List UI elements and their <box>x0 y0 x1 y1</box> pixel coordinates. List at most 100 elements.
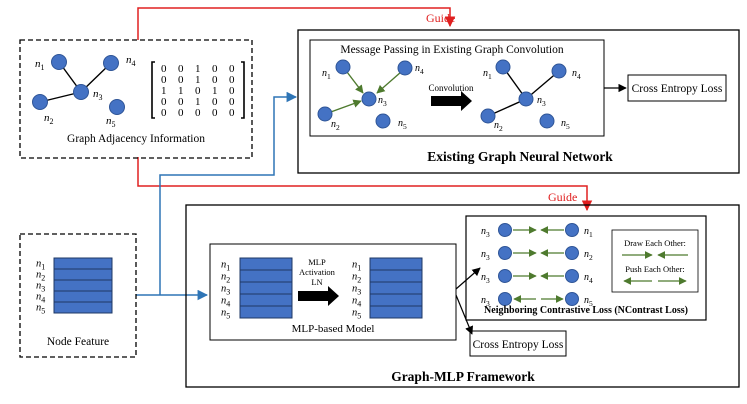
feature-row-label: n5 <box>221 308 230 321</box>
guide-arrow-bottom: Guide <box>137 157 593 212</box>
matrix-cell: 0 <box>212 107 218 119</box>
adjacency-caption: Graph Adjacency Information <box>67 133 205 145</box>
feature-row-label: n4 <box>352 296 361 309</box>
feature-row-label: n1 <box>221 260 230 273</box>
feature-row <box>239 293 293 307</box>
feature-row <box>239 269 293 283</box>
feature-row <box>53 257 113 270</box>
convolution-arrow: Convolution <box>428 83 474 111</box>
feature-row <box>53 279 113 292</box>
matrix-cell: 0 <box>178 74 184 86</box>
svg-text:n4: n4 <box>415 63 424 76</box>
svg-text:n4: n4 <box>584 272 593 285</box>
feature-row <box>239 305 293 319</box>
svg-text:n5: n5 <box>561 118 570 131</box>
gnn-loss-label: Cross Entropy Loss <box>632 83 723 95</box>
matrix-cell: 0 <box>161 74 167 86</box>
matrix-cell: 0 <box>161 107 167 119</box>
matrix-cell: 1 <box>212 85 218 97</box>
matrix-cell: 0 <box>178 96 184 108</box>
feature-row <box>369 293 423 307</box>
feature-row-label: n1 <box>352 260 361 273</box>
svg-text:n3: n3 <box>481 226 490 239</box>
matrix-cell: 1 <box>161 85 167 97</box>
node-n3 <box>73 84 89 100</box>
feature-row <box>369 257 423 271</box>
mlp-arrow-label-2: Activation <box>299 267 336 277</box>
svg-text:n3: n3 <box>481 249 490 262</box>
feature-row-label: n4 <box>36 292 45 305</box>
svg-text:n1: n1 <box>322 68 331 81</box>
feature-row-label: n3 <box>36 281 45 294</box>
feature-row-label: n2 <box>221 272 230 285</box>
node-n1 <box>51 54 67 70</box>
matrix-cell: 0 <box>229 85 235 97</box>
feature-row-label: n4 <box>221 296 230 309</box>
node-feature-caption: Node Feature <box>47 336 109 348</box>
matrix-cell: 0 <box>212 63 218 75</box>
matrix-cell: 0 <box>229 63 235 75</box>
feature-row <box>369 281 423 295</box>
label-n4: n4 <box>126 54 136 68</box>
matrix-cell: 0 <box>161 96 167 108</box>
matrix-cell: 1 <box>178 85 184 97</box>
matrix-cell: 0 <box>229 107 235 119</box>
matrix-cell: 0 <box>229 96 235 108</box>
matrix-cell: 0 <box>229 74 235 86</box>
gnn-title: Existing Graph Neural Network <box>427 149 613 164</box>
convolution-label: Convolution <box>428 83 474 93</box>
node-n2 <box>32 94 48 110</box>
message-passing-graph: n1 n2 n3 n4 n5 <box>317 59 424 132</box>
feature-row-label: n2 <box>352 272 361 285</box>
matrix-cell: 1 <box>195 63 201 75</box>
svg-text:n2: n2 <box>494 120 503 133</box>
svg-text:n5: n5 <box>584 295 593 308</box>
feature-row-label: n3 <box>221 284 230 297</box>
node-n4 <box>103 55 119 71</box>
node-n5 <box>109 99 125 115</box>
feature-row-label: n5 <box>36 303 45 316</box>
mlp-arrow-label-1: MLP <box>308 257 326 267</box>
feature-row <box>53 268 113 281</box>
svg-text:n2: n2 <box>331 119 340 132</box>
feature-row <box>369 269 423 283</box>
matrix-cell: 0 <box>212 96 218 108</box>
feature-row <box>239 257 293 271</box>
convolved-graph: n1 n2 n3 n4 n5 <box>480 59 581 133</box>
feature-row-label: n5 <box>352 308 361 321</box>
svg-text:n4: n4 <box>572 68 581 81</box>
ncontrast-caption: Neighboring Contrastive Loss (NContrast … <box>484 305 688 316</box>
feature-row <box>369 305 423 319</box>
label-n1: n1 <box>35 58 45 72</box>
blue-connectors <box>136 91 298 301</box>
feature-row <box>53 290 113 303</box>
label-n5: n5 <box>106 115 116 129</box>
matrix-cell: 1 <box>195 74 201 86</box>
feature-row-label: n3 <box>352 284 361 297</box>
feature-row-label: n1 <box>36 259 45 272</box>
svg-text:n3: n3 <box>481 272 490 285</box>
matrix-cell: 0 <box>212 74 218 86</box>
mlp-arrow: MLP Activation LN <box>298 257 339 306</box>
feature-row <box>239 281 293 295</box>
matrix-cell: 0 <box>178 107 184 119</box>
label-n2: n2 <box>44 112 54 126</box>
guide-arrow-top: Guide <box>137 7 455 40</box>
svg-text:n5: n5 <box>398 118 407 131</box>
feature-row <box>53 301 113 314</box>
gnn-panel: Message Passing in Existing Graph Convol… <box>297 29 740 174</box>
svg-text:n3: n3 <box>537 95 546 108</box>
legend-draw-label: Draw Each Other: <box>624 238 686 248</box>
matrix-cell: 0 <box>161 63 167 75</box>
adjacency-graph: n1 n2 n3 n4 n5 <box>32 54 136 129</box>
svg-text:n1: n1 <box>483 68 492 81</box>
label-n3: n3 <box>93 88 103 102</box>
mlp-model-caption: MLP-based Model <box>292 323 375 335</box>
